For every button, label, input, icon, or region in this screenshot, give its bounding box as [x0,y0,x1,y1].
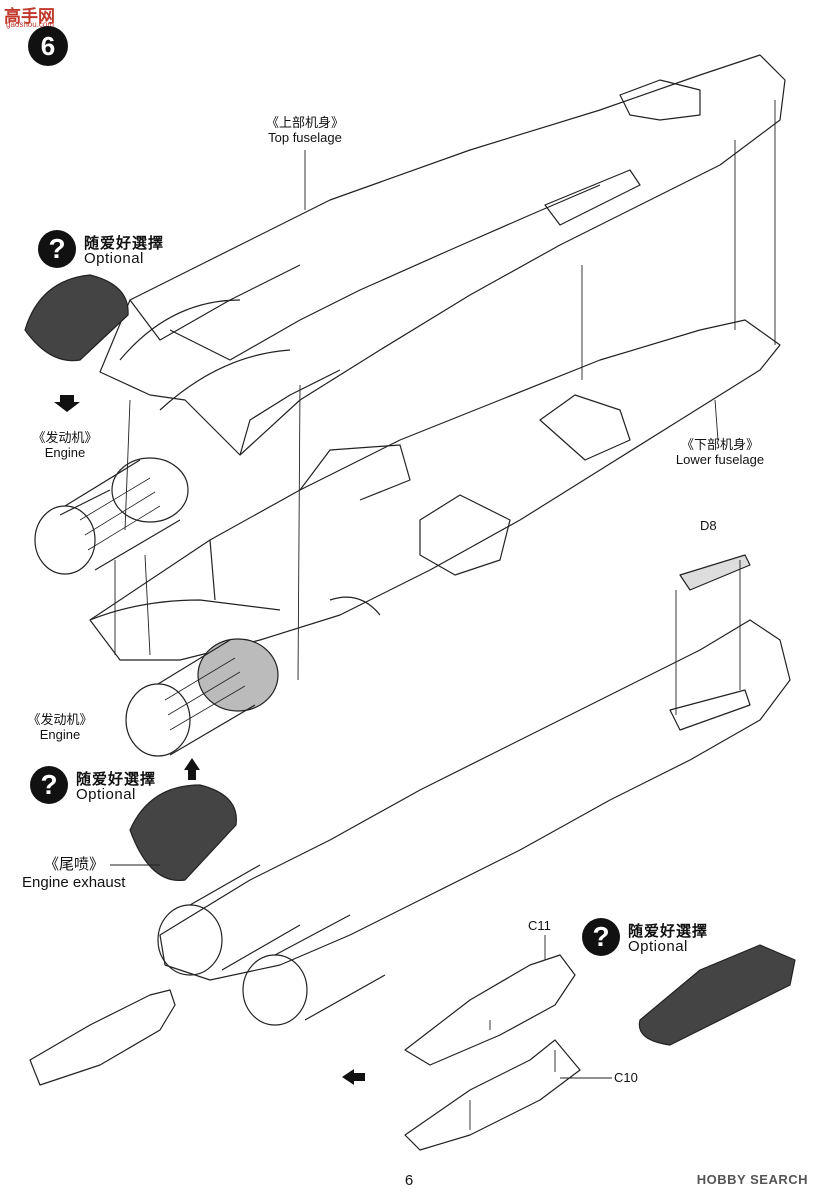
engine-2-drawing [125,638,279,757]
optional-exhaust-drawings [24,274,796,1046]
question-mark-icon: ? [30,766,68,804]
engine-2-label-cn: 《发动机》 [27,712,93,727]
lower-fuselage-label: 《下部机身》 Lower fuselage [660,437,780,467]
optional-badge-2: ? 随爱好選擇 Optional [30,766,180,806]
side-parts-drawing [29,954,581,1151]
part-number-c10: C10 [614,1070,638,1085]
optional-badge-1-cn: 随爱好選擇 [84,235,165,252]
page-number: 6 [404,1172,414,1189]
footer-brand-logo: HOBBY SEARCH [696,1172,808,1187]
optional-badge-3-en: Optional [628,938,688,955]
engine-1-label-en: Engine [44,445,86,460]
optional-badge-1-en: Optional [84,250,144,267]
engine-2-label: 《发动机》 Engine [20,712,100,742]
guide-lines [110,100,776,1130]
top-fuselage-label: 《上部机身》 Top fuselage [240,115,370,145]
bottom-assembly-drawing [157,554,791,1026]
top-fuselage-label-cn: 《上部机身》 [265,115,344,130]
step-number-badge: 6 [28,26,68,66]
exhaust-label-cn: 《尾喷》 [44,856,105,873]
watermark-url: gaoshou.com [6,20,55,29]
watermark-logo: 高手网 [4,7,55,26]
optional-badge-2-cn: 随爱好選擇 [76,771,157,788]
lower-fuselage-label-en: Lower fuselage [675,452,765,467]
part-number-d8: D8 [700,518,717,533]
top-fuselage-label-en: Top fuselage [268,130,342,145]
question-mark-icon: ? [38,230,76,268]
optional-badge-1: ? 随爱好選擇 Optional [38,230,188,270]
part-number-c11: C11 [528,918,551,933]
optional-badge-3-cn: 随爱好選擇 [628,923,709,940]
engine-1-drawing [34,457,189,575]
top-fuselage-drawing [99,54,786,456]
exhaust-label-en: Engine exhaust [22,874,126,891]
lower-fuselage-label-cn: 《下部机身》 [680,437,759,452]
optional-badge-2-en: Optional [76,786,136,803]
lower-fuselage-drawing [89,319,781,661]
question-mark-icon: ? [582,918,620,956]
exhaust-label: 《尾喷》 Engine exhaust [22,856,162,892]
direction-arrows [54,395,365,1085]
engine-1-label: 《发动机》 Engine [25,430,105,460]
optional-badge-3: ? 随爱好選擇 Optional [582,918,732,958]
engine-2-label-en: Engine [39,727,81,742]
engine-1-label-cn: 《发动机》 [32,430,98,445]
